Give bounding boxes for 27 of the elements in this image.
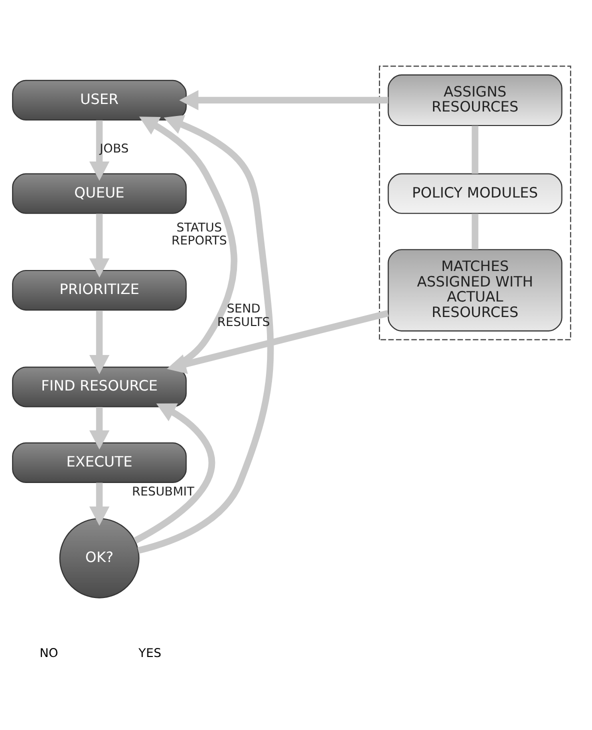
node-box: QUEUE <box>12 172 187 214</box>
node-box: ASSIGNS RESOURCES <box>388 74 562 126</box>
node-box: USER <box>12 79 187 120</box>
arrow <box>166 310 389 374</box>
node-box: EXECUTE <box>12 442 187 483</box>
arrow <box>89 310 110 374</box>
connector <box>472 125 478 174</box>
arrow <box>89 213 110 277</box>
arrow <box>89 120 110 180</box>
arrow <box>137 114 274 554</box>
node-box: FIND RESOURCE <box>12 366 187 407</box>
node-circle: OK? <box>59 518 140 598</box>
edge-label: SEND RESULTS <box>217 301 270 328</box>
cluster <box>378 65 572 340</box>
edge-label: JOBS <box>100 141 129 156</box>
arrow <box>89 406 110 450</box>
node-box: POLICY MODULES <box>388 172 562 214</box>
node-box: PRIORITIZE <box>12 269 187 310</box>
node-box: MATCHES ASSIGNED WITH ACTUAL RESOURCES <box>388 248 562 331</box>
arrow <box>89 482 110 526</box>
connector <box>472 213 478 249</box>
label: YES <box>138 645 162 660</box>
edge-label: STATUS REPORTS <box>172 220 227 248</box>
arrow <box>134 402 216 544</box>
arrow <box>179 90 388 110</box>
edge-label: RESUBMIT <box>132 484 194 498</box>
label: NO <box>40 645 58 660</box>
